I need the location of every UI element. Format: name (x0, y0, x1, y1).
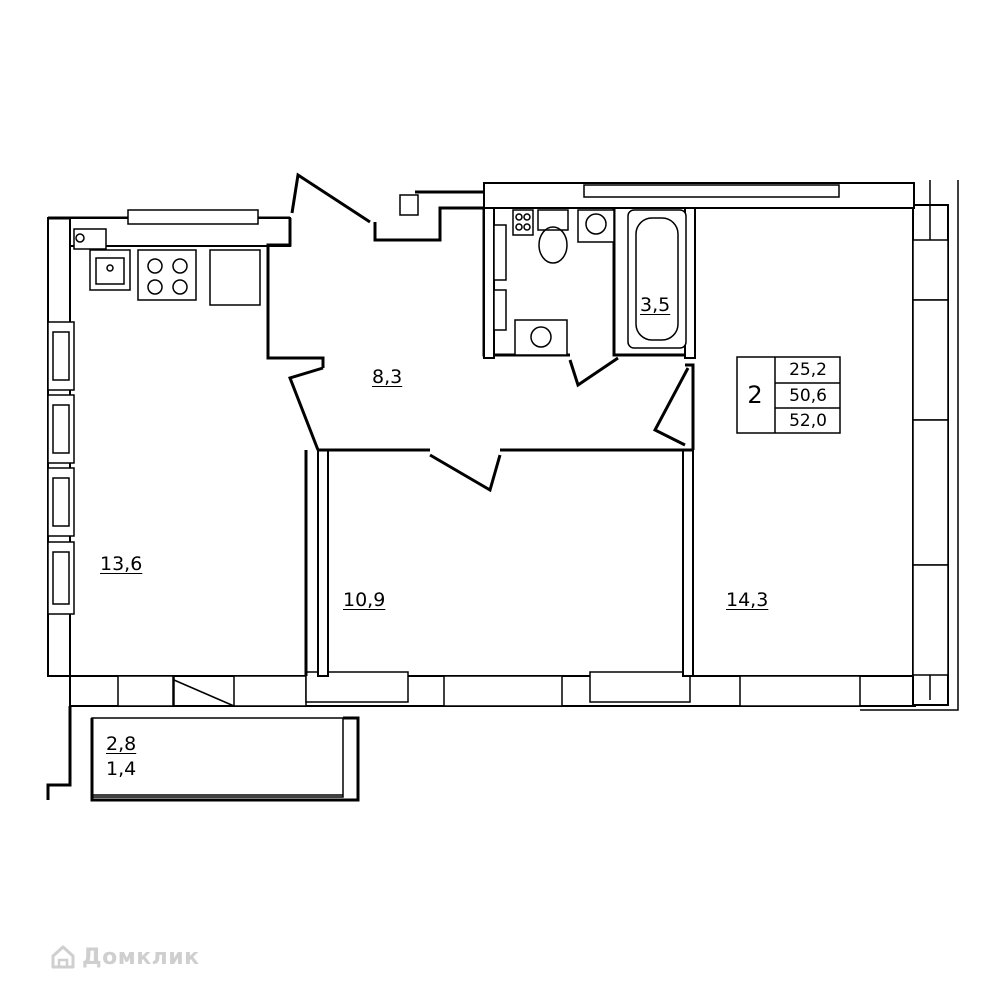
bathroom-fixtures (493, 209, 687, 356)
bedroom-area-label: 10,9 (343, 589, 386, 611)
balcony-reduced-area-label: 1,4 (106, 758, 137, 780)
bathroom-area-label: 3,5 (640, 294, 671, 316)
apartment-summary: 2 25,2 50,6 52,0 (737, 357, 840, 433)
windows-bottom (117, 671, 861, 707)
watermark-text: Домклик (82, 944, 200, 970)
doors (288, 172, 690, 493)
hall-area-label: 8,3 (372, 366, 403, 388)
room-count: 2 (747, 381, 763, 409)
total-area: 50,6 (789, 386, 827, 406)
living-area-label: 14,3 (726, 589, 769, 611)
balcony-area-label: 2,8 (106, 733, 137, 755)
toilet-icon (537, 209, 569, 231)
summary-frame (736, 356, 841, 434)
stove-icon (137, 249, 197, 301)
watermark: Домклик (50, 942, 200, 972)
counter-icon (209, 249, 261, 306)
living-area-total: 25,2 (789, 360, 827, 380)
total-area-with-balcony: 52,0 (789, 411, 827, 431)
windows-right (912, 239, 949, 676)
kitchen-fixtures (73, 228, 261, 306)
house-icon (51, 945, 75, 969)
interior-walls (304, 207, 696, 677)
washing-machine-icon (514, 319, 568, 356)
windows-left (47, 321, 75, 615)
balcony (46, 706, 360, 802)
kitchen-area-label: 13,6 (100, 553, 143, 575)
washbasin-icon (577, 209, 615, 243)
